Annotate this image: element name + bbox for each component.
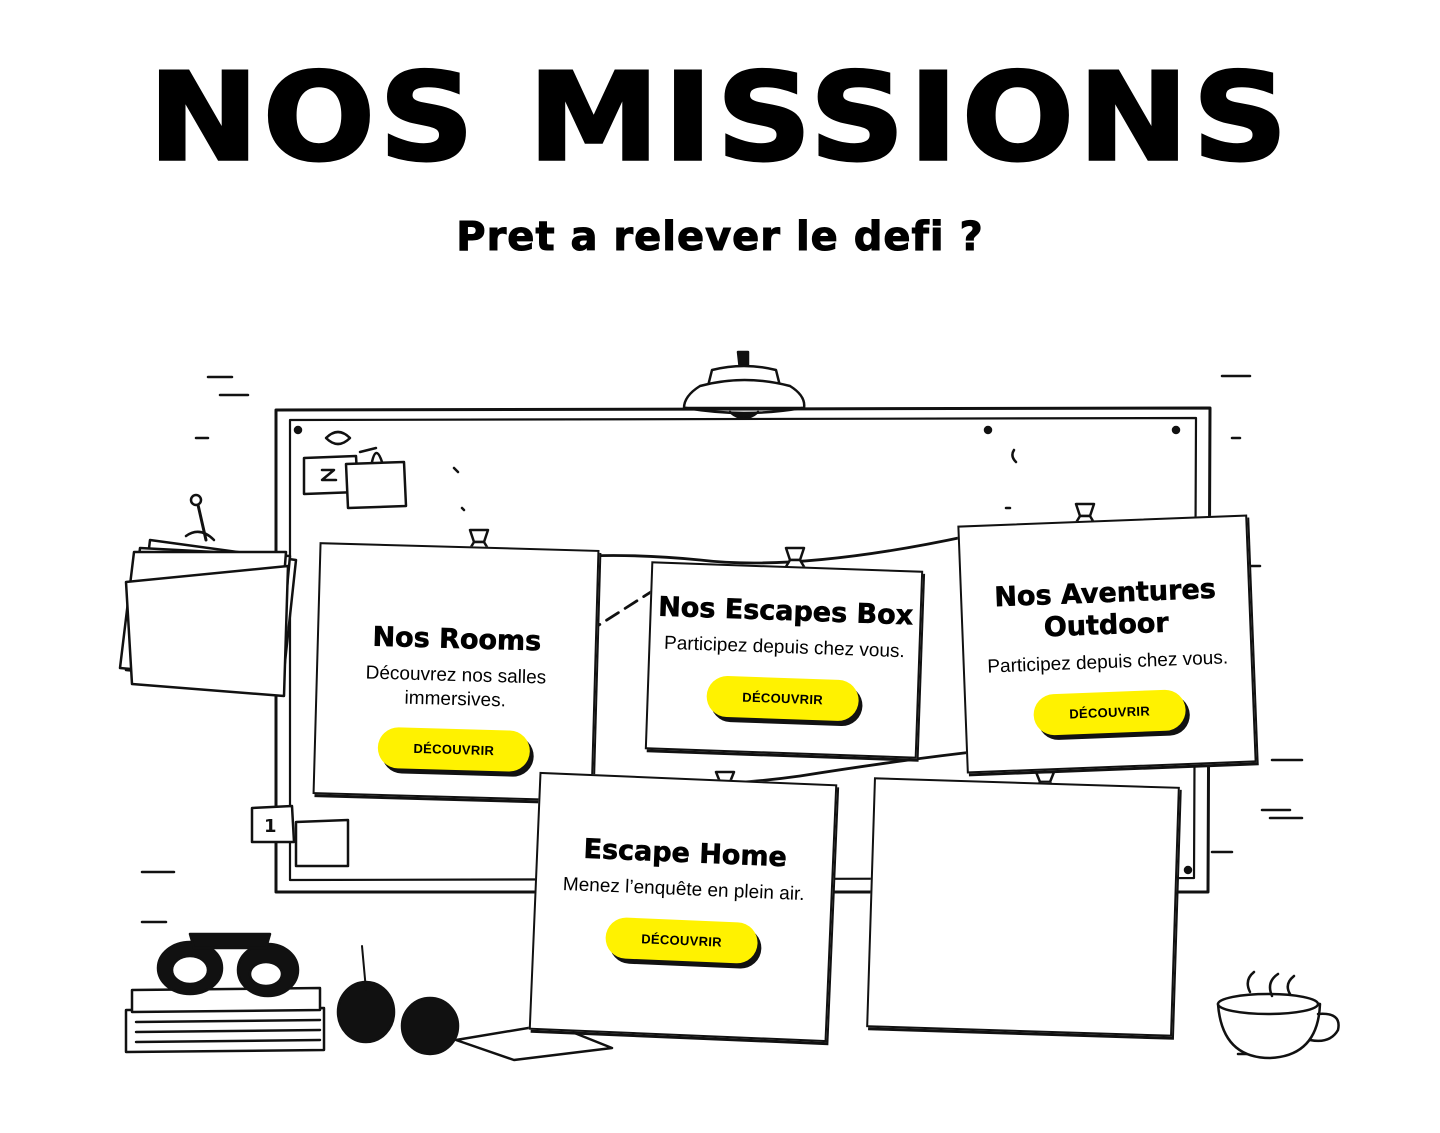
discover-button[interactable]: DÉCOUVRIR — [705, 674, 860, 722]
discover-button[interactable]: DÉCOUVRIR — [1032, 688, 1187, 736]
page-subtitle: Pret a relever le defi ? — [456, 214, 984, 261]
card-title: Nos Escapes Box — [657, 591, 914, 632]
tag-number: 1 — [264, 816, 277, 837]
discover-button[interactable]: DÉCOUVRIR — [604, 916, 759, 964]
card-description: Découvrez nos salles immersives. — [365, 662, 547, 711]
card-description: Participez depuis chez vous. — [663, 633, 906, 663]
card-nos-aventures-outdoor: Nos Aventures Outdoor Participez depuis … — [957, 514, 1257, 774]
card-title: Nos Rooms — [372, 621, 542, 658]
card-escape-home: Escape Home Menez l’enquête en plein air… — [528, 771, 838, 1043]
card-title: Escape Home — [582, 833, 788, 874]
card-description: Menez l’enquête en plein air. — [562, 874, 805, 906]
discover-button[interactable]: DÉCOUVRIR — [376, 726, 531, 772]
card-nos-escapes-box: Nos Escapes Box Participez depuis chez v… — [644, 561, 924, 759]
page-title: NOS MISSIONS — [147, 47, 1292, 189]
card-description: Participez depuis chez vous. — [986, 647, 1229, 678]
card-title: Nos Aventures Outdoor — [993, 573, 1217, 644]
card-nos-rooms: Nos Rooms Découvrez nos salles immersive… — [312, 542, 600, 802]
blank-note — [866, 777, 1180, 1037]
